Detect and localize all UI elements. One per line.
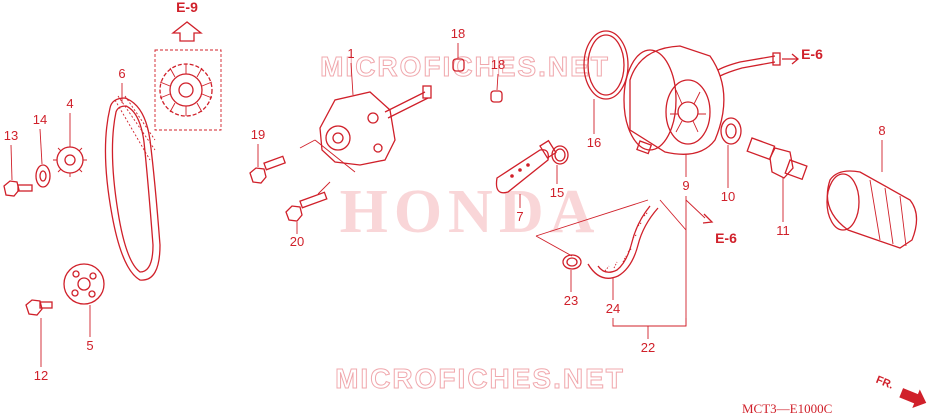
callout-18a: 18: [451, 26, 465, 41]
ref-e6-top: E-6: [801, 46, 823, 62]
callout-24: 24: [606, 301, 620, 316]
watermark-honda: HONDA: [340, 178, 601, 246]
callout-16: 16: [587, 135, 601, 150]
bolt-12: [25, 299, 53, 316]
callout-8: 8: [878, 123, 885, 138]
o-ring-16: [583, 30, 629, 100]
up-arrow-icon: [171, 21, 203, 42]
e9-dashed-box: [154, 49, 222, 131]
relief-valve-7: [495, 139, 557, 194]
arrow-e6-mid-icon: [702, 213, 714, 224]
washer-10: [720, 117, 742, 145]
watermark-bottom: MICROFICHES.NET: [335, 363, 625, 394]
oil-filter-8: [826, 170, 918, 249]
ref-e6-mid: E-6: [715, 230, 737, 246]
callout-9: 9: [682, 178, 689, 193]
callout-11: 11: [776, 223, 790, 238]
callout-6: 6: [118, 66, 125, 81]
oil-hose-24: [587, 205, 659, 279]
callout-13: 13: [4, 128, 18, 143]
callout-15: 15: [550, 185, 564, 200]
callout-18b: 18: [491, 57, 505, 72]
front-arrow-icon: [899, 388, 927, 409]
washer-14: [35, 164, 51, 188]
hose-clamp-23: [562, 254, 582, 270]
dowel-18-b: [490, 90, 503, 103]
dowel-18-a: [452, 58, 465, 72]
bolt-20: [285, 191, 328, 222]
sprocket-4: [53, 143, 87, 177]
callout-12: 12: [34, 368, 48, 383]
ref-e9: E-9: [176, 0, 198, 15]
oil-pump-drive-sprocket: [159, 63, 213, 117]
callout-23: 23: [564, 293, 578, 308]
callout-7: 7: [516, 209, 523, 224]
front-direction-marker: FR.: [874, 374, 927, 409]
callout-22: 22: [641, 340, 655, 355]
sprocket-5: [63, 263, 105, 305]
bolt-19: [249, 155, 286, 184]
center-bolt-11: [746, 137, 808, 181]
callout-4: 4: [66, 96, 73, 111]
callout-14: 14: [33, 112, 47, 127]
bolt-13: [3, 180, 33, 197]
oil-pump-1: [319, 85, 432, 166]
arrow-e6-top-icon: [782, 53, 800, 65]
bracket-22: [612, 318, 687, 327]
o-ring-15: [551, 145, 569, 165]
oil-cooler-9: [623, 45, 781, 155]
callout-10: 10: [721, 189, 735, 204]
callout-1: 1: [347, 46, 354, 61]
callout-20: 20: [290, 234, 304, 249]
front-label: FR.: [874, 374, 895, 392]
watermark-top: MICROFICHES.NET: [320, 51, 610, 82]
cam-chain: [104, 95, 161, 281]
callout-19: 19: [251, 127, 265, 142]
callout-5: 5: [86, 338, 93, 353]
diagram-code: MCT3—E1000C: [742, 401, 832, 416]
